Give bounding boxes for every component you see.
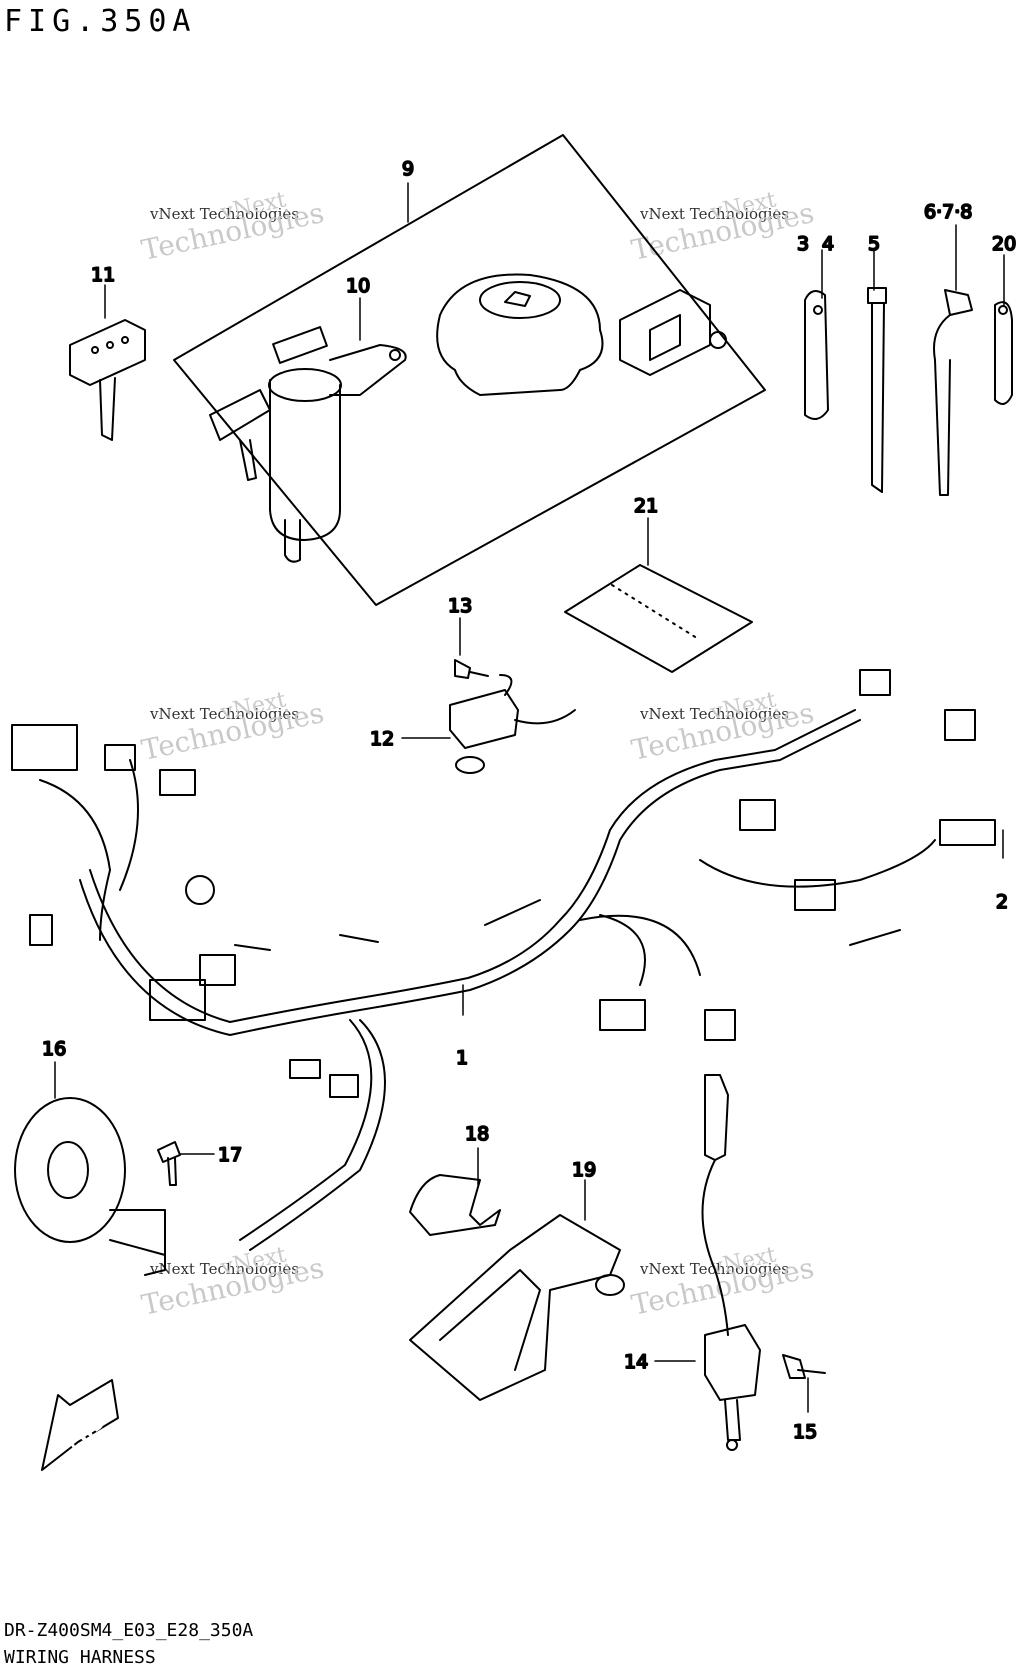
figure-label: FIG.350A [4, 4, 197, 39]
callout-2: 2 [996, 891, 1008, 913]
harness-bracket [409, 1214, 625, 1401]
callout-1: 1 [456, 1047, 468, 1069]
fuel-cap [436, 273, 604, 396]
cable-tie-band [933, 289, 973, 496]
neutral-switch [449, 674, 576, 774]
callout-11: 11 [91, 264, 115, 286]
key [69, 319, 146, 441]
model-code: DR-Z400SM4_E03_E28_350A [4, 1620, 254, 1641]
callout-17: 17 [218, 1144, 242, 1166]
harness-clamp [804, 290, 829, 420]
callout-9: 9 [402, 158, 414, 180]
callout-6-7-8: 6·7·8 [924, 201, 972, 223]
cable-tie [867, 287, 887, 493]
callout-5: 5 [868, 233, 880, 255]
section-name: WIRING HARNESS [4, 1647, 156, 1668]
fwd-label: FWD [63, 1413, 108, 1453]
callout-14: 14 [624, 1351, 648, 1373]
horn [14, 1097, 166, 1276]
harness-cover [409, 1174, 501, 1236]
callout-3: 3 [797, 233, 809, 255]
callout-10: 10 [346, 275, 370, 297]
leader-lines [54, 182, 1005, 1413]
side-stand-bolt [782, 1354, 826, 1379]
callout-13: 13 [448, 595, 472, 617]
wiring-harness-main [11, 669, 996, 1251]
callout-19: 19 [572, 1159, 596, 1181]
harness-clip [994, 301, 1013, 405]
callout-12: 12 [370, 728, 394, 750]
label-sheet [564, 564, 753, 673]
ignition-switch [209, 326, 407, 563]
callout-16: 16 [42, 1038, 66, 1060]
callout-21: 21 [634, 495, 658, 517]
callout-18: 18 [465, 1123, 489, 1145]
lock-set-box [173, 134, 766, 606]
bolt [454, 659, 489, 679]
side-stand-switch [701, 1074, 761, 1451]
seat-lock [619, 289, 727, 376]
callout-4: 4 [822, 233, 834, 255]
horn-bolt [157, 1141, 181, 1186]
callout-15: 15 [793, 1421, 817, 1443]
fwd-arrow-icon [41, 1379, 119, 1471]
callout-20: 20 [992, 233, 1016, 255]
